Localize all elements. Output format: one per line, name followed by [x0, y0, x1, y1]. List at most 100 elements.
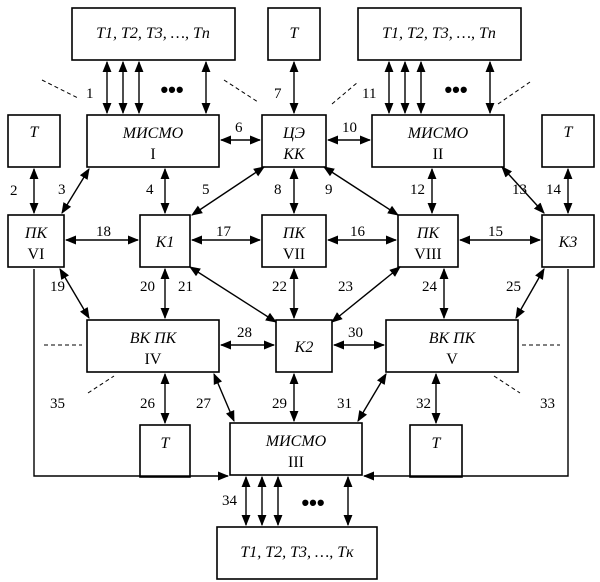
pk-7-number: VII — [283, 246, 305, 263]
link-number-5: 5 — [202, 182, 210, 198]
link-number-30: 30 — [348, 325, 363, 341]
terminal-bottom-left-box — [139, 424, 191, 478]
mismo-1-name: МИСМО — [122, 125, 184, 142]
terminal-top-center-label: T — [290, 25, 300, 42]
ellipsis-top-left: ••• — [160, 77, 183, 102]
link-number-29: 29 — [272, 396, 287, 412]
mismo-1-number: I — [150, 146, 155, 163]
vk-pk-5-box — [385, 319, 519, 373]
link-27 — [213, 372, 235, 423]
vk-pk-4-number: IV — [145, 351, 162, 368]
link-number-7: 7 — [274, 86, 282, 102]
link-number-6: 6 — [235, 120, 243, 136]
link-number-13: 13 — [512, 182, 527, 198]
pk-8-number: VIII — [414, 246, 442, 263]
link-number-16: 16 — [350, 224, 366, 240]
link-number-10: 10 — [342, 120, 357, 136]
terminal-bottom-right-box — [409, 424, 463, 478]
pk-7-name: ПК — [282, 225, 307, 242]
k3-box — [541, 214, 595, 268]
boundary-dash-6 — [87, 375, 115, 394]
pk-7-box — [261, 214, 327, 268]
terminal-list-top-left-label: T1, T2, T3, …, Tn — [96, 25, 210, 42]
terminal-right-label: T — [564, 124, 574, 141]
mismo-2-box — [371, 114, 505, 168]
pk-6-box — [7, 214, 65, 268]
link-number-9: 9 — [325, 182, 333, 198]
link-number-17: 17 — [216, 224, 232, 240]
terminal-list-top-right-label: T1, T2, T3, …, Tn — [382, 25, 496, 42]
terminal-list-top-right-box — [357, 7, 522, 61]
link-number-15: 15 — [488, 224, 503, 240]
link-25 — [515, 268, 545, 319]
terminal-right-box — [541, 114, 595, 168]
central-element-kk-box — [261, 114, 327, 168]
mismo-3-name: МИСМО — [265, 433, 327, 450]
link-number-18: 18 — [96, 224, 111, 240]
k3-label: K3 — [558, 234, 578, 251]
link-number-34: 34 — [222, 493, 238, 509]
terminal-left-box — [7, 114, 61, 168]
link-number-24: 24 — [422, 279, 438, 295]
link-3 — [61, 168, 90, 214]
link-number-33: 33 — [540, 396, 555, 412]
boundary-dash-8 — [493, 375, 521, 394]
link-number-1: 1 — [86, 86, 94, 102]
link-number-3: 3 — [58, 182, 66, 198]
ellipsis-bottom: ••• — [301, 490, 324, 515]
terminal-left-label: T — [30, 124, 40, 141]
link-number-22: 22 — [272, 279, 287, 295]
link-number-35: 35 — [50, 396, 65, 412]
link-number-32: 32 — [416, 396, 431, 412]
mismo-2-name: МИСМО — [407, 125, 469, 142]
pk-6-number: VI — [28, 246, 45, 263]
pk-8-box — [397, 214, 459, 268]
link-13 — [501, 166, 545, 214]
link-number-31: 31 — [337, 396, 352, 412]
link-number-8: 8 — [274, 182, 282, 198]
link-number-21: 21 — [178, 279, 193, 295]
link-number-14: 14 — [546, 182, 562, 198]
link-number-23: 23 — [338, 279, 353, 295]
mismo-3-number: III — [288, 454, 304, 471]
k2-label: K2 — [294, 339, 314, 356]
boundary-dash-4 — [497, 81, 531, 105]
terminal-list-top-left-box — [71, 7, 236, 61]
link-9 — [323, 166, 399, 216]
terminal-top-center-box — [267, 7, 321, 61]
ellipsis-top-right: ••• — [444, 77, 467, 102]
vk-pk-5-name: ВК ПК — [429, 330, 477, 347]
vk-pk-4-box — [86, 319, 220, 373]
terminal-list-bottom-label: T1, T2, T3, …, Tк — [240, 544, 354, 561]
boundary-dash-2 — [223, 79, 259, 103]
k1-box — [139, 214, 191, 268]
link-number-25: 25 — [506, 279, 521, 295]
link-number-20: 20 — [140, 279, 155, 295]
vk-pk-5-number: V — [446, 351, 458, 368]
vk-pk-4-name: ВК ПК — [130, 330, 178, 347]
link-35 — [33, 269, 230, 481]
pk-8-name: ПК — [416, 225, 441, 242]
link-31 — [357, 373, 387, 422]
mismo-3-box — [229, 422, 363, 476]
link-number-2: 2 — [10, 183, 18, 199]
link-number-12: 12 — [410, 182, 425, 198]
boundary-dash-3 — [331, 81, 359, 105]
k1-label: K1 — [155, 234, 175, 251]
link-number-27: 27 — [196, 396, 212, 412]
link-number-26: 26 — [140, 396, 156, 412]
pk-6-name: ПК — [24, 225, 49, 242]
link-21 — [189, 266, 277, 323]
boundary-dash-1 — [41, 79, 79, 99]
k2-box — [275, 319, 333, 373]
mismo-1-box — [86, 114, 220, 168]
link-number-28: 28 — [237, 325, 252, 341]
link-number-11: 11 — [362, 86, 376, 102]
terminal-bottom-right-label: T — [432, 435, 442, 452]
link-19 — [59, 268, 90, 319]
terminal-list-bottom-box — [216, 526, 378, 580]
link-number-4: 4 — [146, 182, 154, 198]
mismo-2-number: II — [433, 146, 444, 163]
